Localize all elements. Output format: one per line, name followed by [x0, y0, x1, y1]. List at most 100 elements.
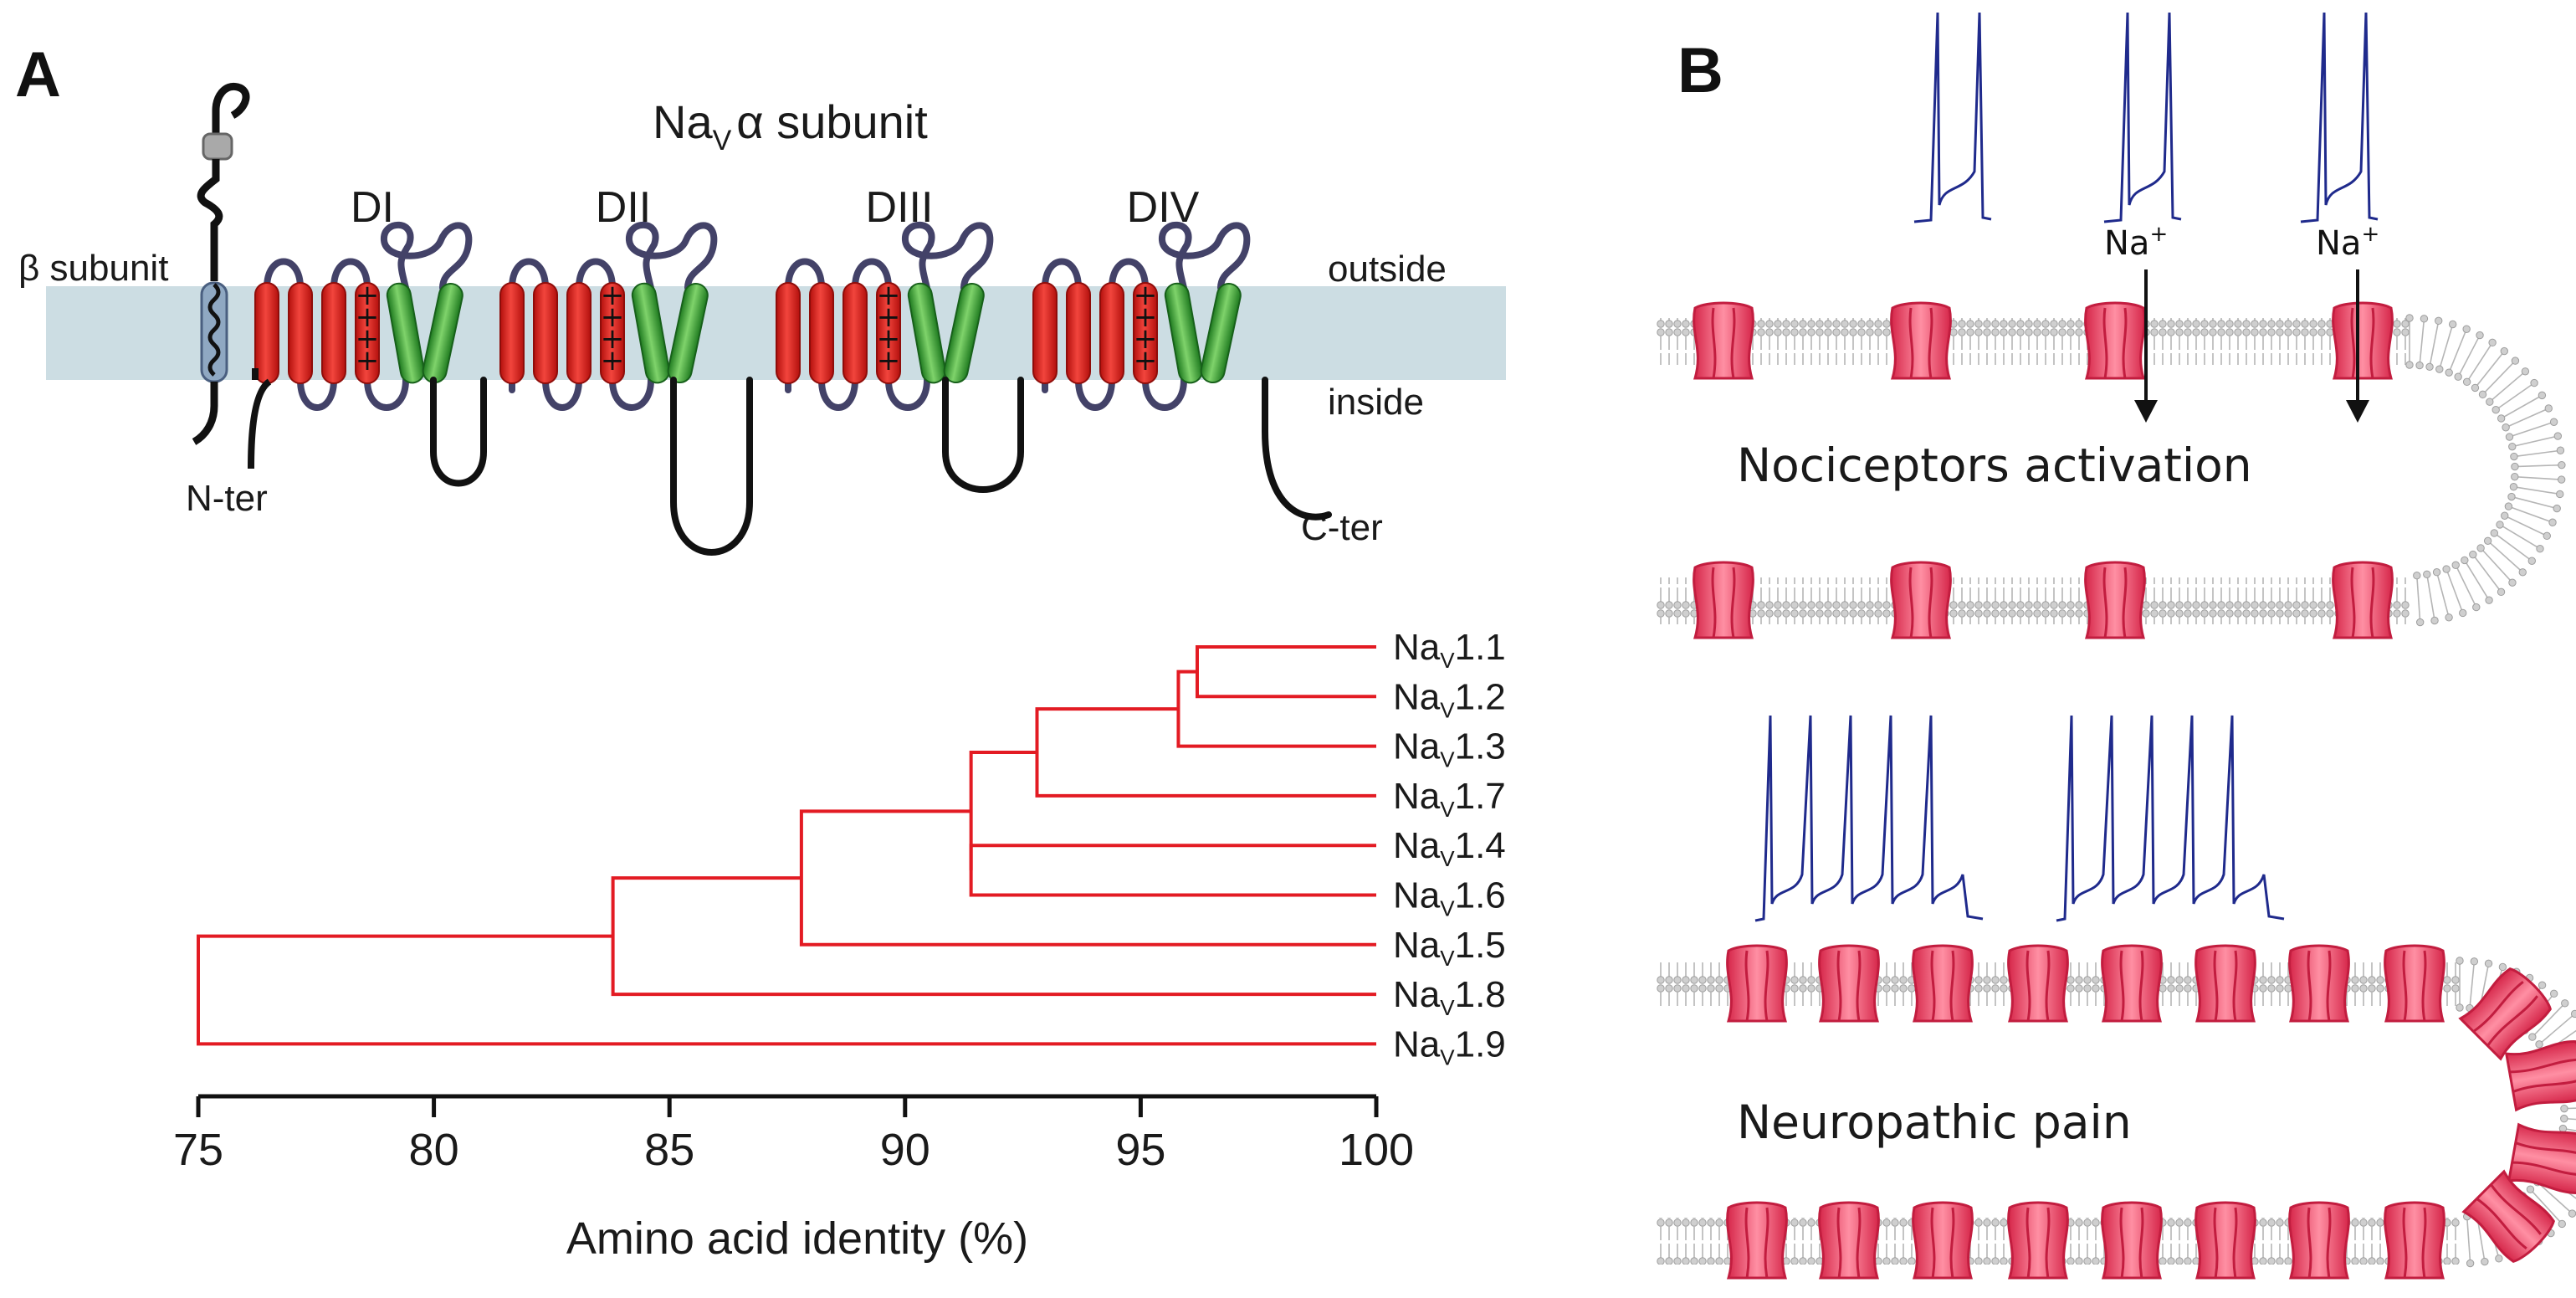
voltage-sensor-helix-s3: [321, 282, 346, 384]
pore-helix-s6: [667, 283, 709, 384]
voltage-sensor-helix-s4: [355, 282, 380, 384]
sodium-channel: [2101, 944, 2163, 1023]
intracellular-linker: [1262, 377, 1332, 521]
sodium-channel: [2461, 1169, 2555, 1263]
sodium-channel: [2384, 944, 2445, 1023]
voltage-sensor-helix-s1: [1032, 282, 1058, 384]
intracellular-linker: [430, 377, 487, 487]
domain-3: ++++: [776, 221, 1024, 493]
n-terminus: [248, 378, 272, 469]
intracellular-linker: [942, 377, 1024, 493]
gating-charge: +: [877, 279, 901, 312]
pore-helix-s5: [1164, 282, 1203, 384]
sodium-channel: [2288, 1201, 2350, 1280]
gating-charge: +: [1134, 322, 1158, 356]
na-ion-label: Na+: [2104, 222, 2168, 263]
dendrogram-branch: [1176, 670, 1376, 748]
voltage-sensor-helix-s2: [809, 282, 834, 384]
action-potential-trace: [2103, 12, 2182, 223]
cter-label: C-ter: [1301, 507, 1383, 548]
tick-label: 100: [1339, 1125, 1414, 1175]
beta-ig-domain: [202, 132, 233, 161]
action-potential-trace: [1913, 12, 1992, 223]
gating-charge: +: [601, 344, 625, 377]
dendrogram-branch: [969, 751, 1037, 870]
domain-loops: [509, 221, 718, 411]
voltage-sensor-helix-s3: [566, 282, 592, 384]
action-potential-traces: [1754, 12, 2379, 922]
leaf-label: NaV1.7: [1393, 776, 1506, 822]
domain-label-3: DIII: [866, 183, 934, 232]
outside-label: outside: [1328, 249, 1447, 290]
sodium-channel: [2504, 1040, 2576, 1112]
action-potential-burst: [1754, 715, 1984, 922]
tick-label: 90: [880, 1125, 930, 1175]
sodium-channel: [2084, 301, 2146, 380]
axis-title: Amino acid identity (%): [566, 1213, 1028, 1264]
voltage-sensor-helix-s4: [600, 282, 625, 384]
na-influx-arrow: Na+: [2316, 222, 2379, 423]
gating-charge: +: [356, 279, 380, 312]
sodium-channel: [1726, 1201, 1788, 1280]
tick-label: 85: [644, 1125, 694, 1175]
gating-charge: +: [877, 344, 901, 377]
domain-loops: [1042, 221, 1251, 411]
domain-2: ++++: [499, 221, 753, 556]
lipid-bilayer: [1657, 318, 2410, 365]
intracellular-linker: [670, 377, 753, 556]
leaf-label: NaV1.3: [1393, 726, 1506, 772]
sodium-channel: [2507, 1122, 2576, 1194]
gating-charge: +: [1134, 344, 1158, 377]
leaf-label: NaV1.9: [1393, 1024, 1506, 1070]
channels: [1693, 301, 2576, 1280]
dendrogram-branch: [197, 934, 1376, 1046]
panel-b: B Na+Na+ Nociceptors activation Neuropat…: [1657, 12, 2576, 1280]
dendrogram-branch: [1035, 707, 1376, 798]
sodium-channel: [1693, 561, 1754, 639]
gating-charge: +: [601, 322, 625, 356]
sodium-channel: [2288, 944, 2350, 1023]
voltage-sensor-helix-s2: [533, 282, 558, 384]
leaf-label: NaV1.4: [1393, 825, 1506, 871]
voltage-sensor-helix-s4: [1133, 282, 1158, 384]
sodium-channel: [1726, 944, 1788, 1023]
sodium-channel: [2332, 561, 2394, 639]
gating-charge: +: [1134, 300, 1158, 334]
domain-loops: [785, 221, 994, 411]
leaf-label: NaV1.2: [1393, 676, 1506, 722]
pore-helix-s6: [943, 283, 985, 384]
title-sub: V: [713, 125, 732, 156]
sodium-channel: [2007, 944, 2069, 1023]
na-ion-label: Na+: [2316, 222, 2379, 263]
sodium-channel: [2007, 1201, 2069, 1280]
gating-charge: +: [601, 279, 625, 312]
voltage-sensor-helix-s1: [254, 282, 279, 384]
sodium-channel: [1890, 301, 1952, 380]
voltage-sensor-helix-s2: [1066, 282, 1091, 384]
lipid-bilayer-bend: [2405, 314, 2566, 627]
leaf-label: NaV1.5: [1393, 925, 1506, 971]
sodium-channel: [1912, 944, 1974, 1023]
gating-charge: +: [877, 300, 901, 334]
beta-subunit: [192, 82, 250, 445]
gating-charge: +: [601, 300, 625, 334]
dendrogram-branch: [1195, 645, 1376, 699]
gating-charge: +: [877, 322, 901, 356]
domain-1: ++++: [254, 221, 487, 487]
sodium-channel: [2194, 1201, 2256, 1280]
sodium-channel: [2101, 1201, 2163, 1280]
voltage-sensor-helix-s2: [288, 282, 313, 384]
na-influx-arrow: Na+: [2104, 222, 2168, 423]
sodium-channel: [1818, 944, 1880, 1023]
dendrogram-branch: [969, 844, 1376, 897]
domain-label-1: DI: [351, 183, 394, 232]
sodium-channel: [2194, 944, 2256, 1023]
domain-loops: [264, 221, 473, 411]
gating-charge: +: [356, 300, 380, 334]
tick-label: 80: [409, 1125, 459, 1175]
panel-b-label: B: [1677, 35, 1723, 106]
pore-helix-s5: [386, 282, 425, 384]
sodium-channel: [1912, 1201, 1974, 1280]
title-main: Na: [653, 95, 713, 148]
